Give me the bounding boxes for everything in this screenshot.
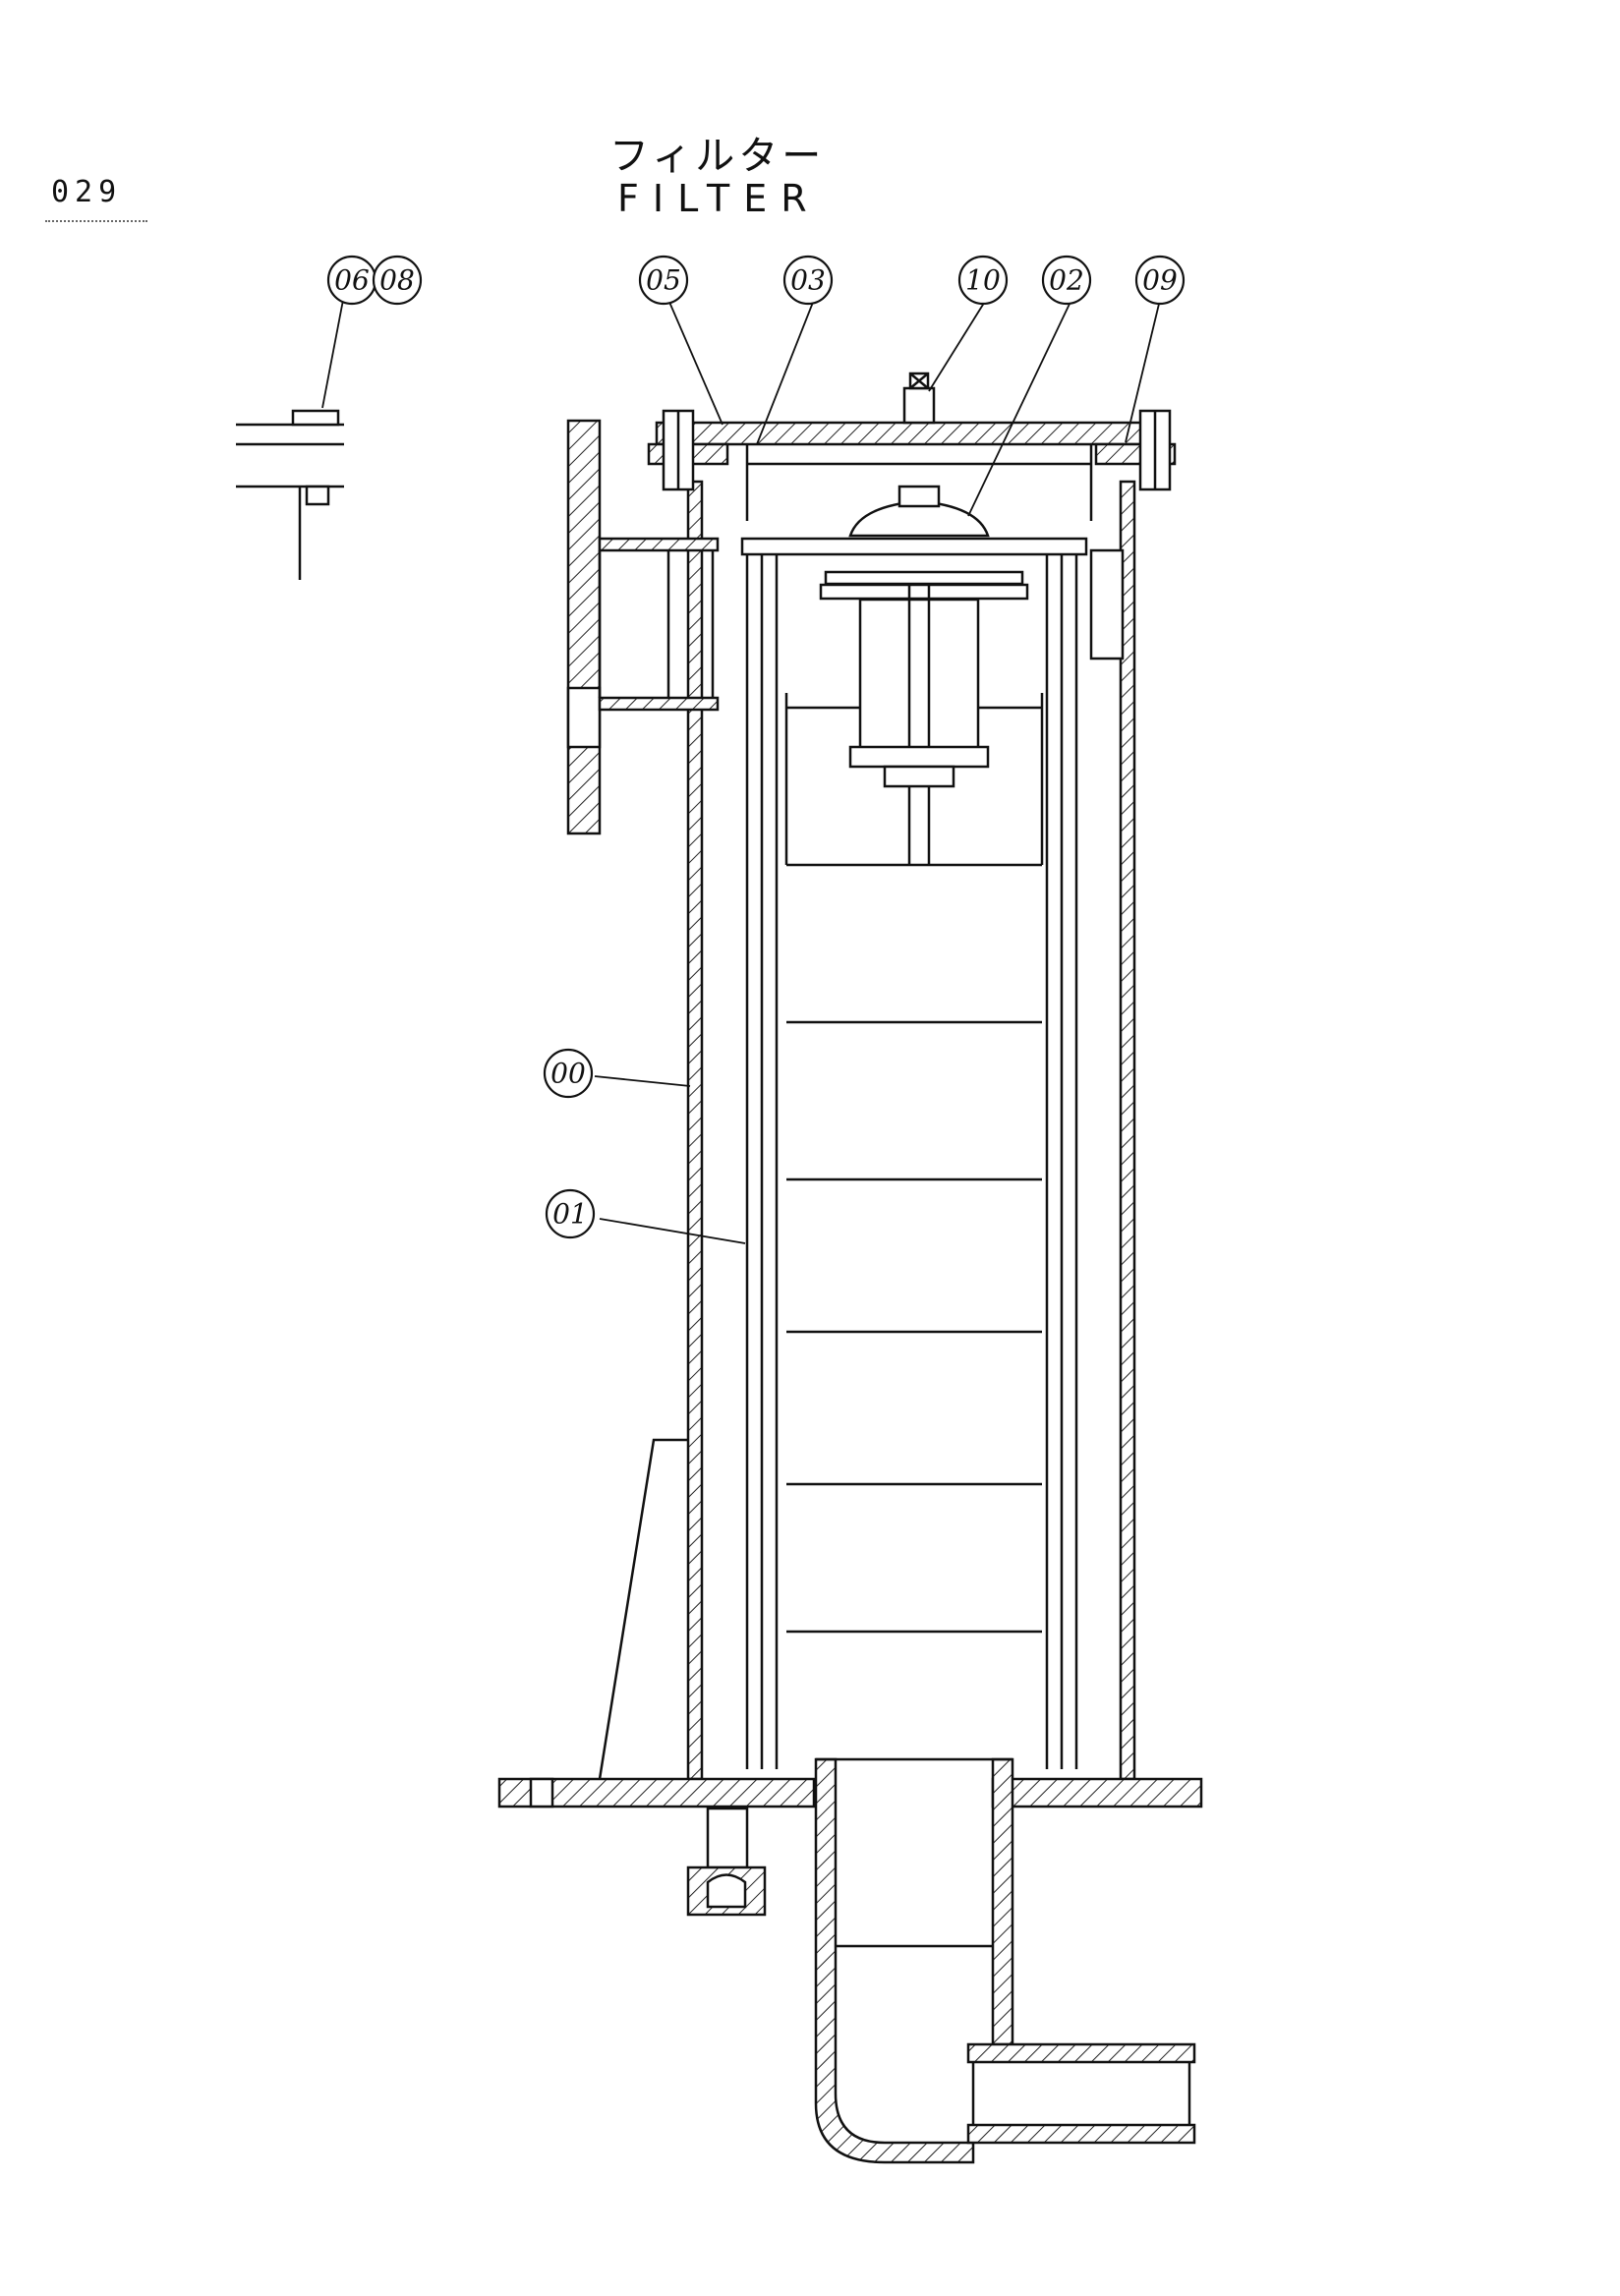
callout-03-label: 03 <box>790 264 826 297</box>
callout-02: 02 <box>1041 255 1092 306</box>
top-cover-bolts <box>662 409 1172 491</box>
callout-10-label: 10 <box>965 264 1001 297</box>
callout-00: 00 <box>543 1048 594 1099</box>
leader-lines <box>321 294 1161 1244</box>
page-number-rule <box>45 220 147 222</box>
relief-valve-assembly <box>819 485 1029 865</box>
baffle-plates <box>784 693 1044 1634</box>
callout-06: 06 <box>326 255 377 306</box>
bottom-base-plate <box>497 1777 1203 1808</box>
page-number: 029 <box>51 175 123 209</box>
title-japanese: フィルター <box>609 134 826 179</box>
callout-09: 09 <box>1134 255 1186 306</box>
callout-02-label: 02 <box>1049 264 1084 297</box>
callout-09-label: 09 <box>1142 264 1178 297</box>
filter-element <box>740 537 1125 1769</box>
vent-plug <box>902 372 936 425</box>
inlet-flange <box>566 419 720 835</box>
callout-balloons: 06 08 05 03 10 02 09 00 <box>326 255 1186 1239</box>
callout-03: 03 <box>782 255 834 306</box>
bolt-detail-view <box>236 409 344 580</box>
callout-06-label: 06 <box>334 264 370 297</box>
callout-05: 05 <box>638 255 689 306</box>
callout-08-label: 08 <box>379 264 415 297</box>
callout-08: 08 <box>372 255 423 306</box>
callout-01-label: 01 <box>552 1198 588 1231</box>
callout-00-label: 00 <box>550 1058 586 1090</box>
outer-shell <box>686 480 1136 1781</box>
outlet-pipe <box>814 1757 1196 2164</box>
callout-01: 01 <box>545 1188 596 1239</box>
support-bracket <box>598 1438 688 1780</box>
callout-05-label: 05 <box>646 264 681 297</box>
callout-10: 10 <box>957 255 1009 306</box>
drain-plug <box>686 1807 767 1917</box>
title-english: FILTER <box>617 177 821 220</box>
